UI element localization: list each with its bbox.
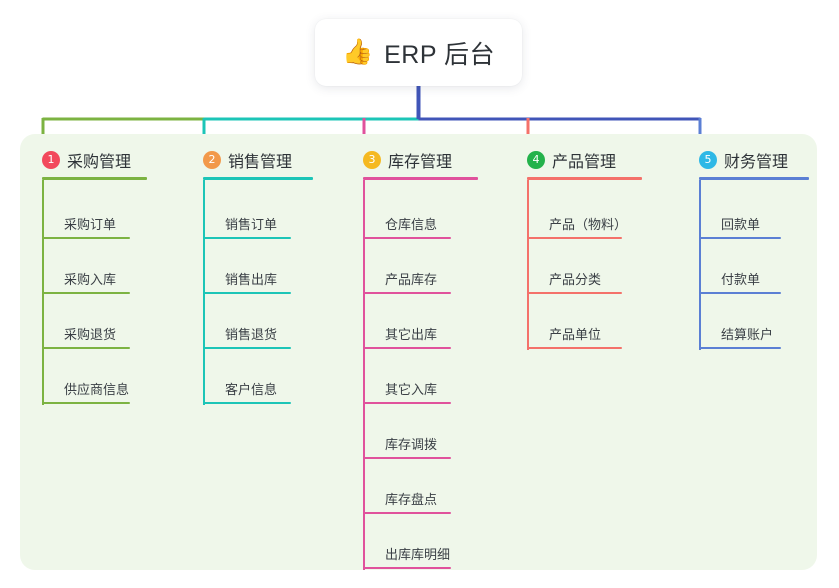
leaf-item-rule	[203, 402, 291, 404]
leaf-item-销售退货[interactable]: 销售退货	[203, 327, 291, 349]
column-财务管理: 5 财务管理回款单付款单结算账户	[679, 145, 809, 350]
leaf-item-label: 采购退货	[64, 327, 117, 342]
leaf-item-rule	[203, 292, 291, 294]
leaf-item-label: 产品分类	[549, 272, 602, 287]
leaf-item-label: 销售出库	[225, 272, 278, 287]
leaf-item-rule	[42, 292, 130, 294]
leaf-item-label: 产品单位	[549, 327, 602, 342]
column-库存管理: 3 库存管理仓库信息产品库存其它出库其它入库库存调拨库存盘点出库库明细	[343, 145, 478, 570]
column-title: 销售管理	[228, 154, 293, 171]
leaf-item-label: 库存调拨	[385, 437, 438, 452]
column-spine	[363, 180, 365, 570]
leaf-item-采购入库[interactable]: 采购入库	[42, 272, 130, 294]
leaf-item-供应商信息[interactable]: 供应商信息	[42, 382, 130, 404]
leaf-item-产品（物料）[interactable]: 产品（物料）	[527, 217, 627, 239]
leaf-item-回款单[interactable]: 回款单	[699, 217, 781, 239]
mindmap-panel	[20, 134, 817, 570]
leaf-item-label: 销售订单	[225, 217, 278, 232]
column-title: 产品管理	[552, 154, 617, 171]
column-header-rule	[527, 177, 642, 180]
leaf-item-rule	[363, 237, 451, 239]
leaf-item-rule	[363, 567, 451, 569]
leaf-item-rule	[527, 237, 622, 239]
column-header-库存管理[interactable]: 3 库存管理	[343, 145, 452, 175]
root-node-erp-backend[interactable]: 👍 ERP 后台	[315, 19, 522, 86]
column-badge-5: 5	[699, 151, 717, 169]
column-title: 财务管理	[724, 154, 789, 171]
root-node-title: ERP 后台	[384, 40, 496, 69]
leaf-item-rule	[527, 347, 622, 349]
leaf-item-label: 客户信息	[225, 382, 278, 397]
column-销售管理: 2 销售管理销售订单销售出库销售退货客户信息	[183, 145, 313, 405]
leaf-item-rule	[42, 402, 130, 404]
leaf-item-label: 产品（物料）	[549, 217, 628, 232]
column-badge-4: 4	[527, 151, 545, 169]
column-header-产品管理[interactable]: 4 产品管理	[507, 145, 616, 175]
leaf-item-付款单[interactable]: 付款单	[699, 272, 781, 294]
column-badge-1: 1	[42, 151, 60, 169]
leaf-item-采购退货[interactable]: 采购退货	[42, 327, 130, 349]
column-采购管理: 1 采购管理采购订单采购入库采购退货供应商信息	[22, 145, 147, 405]
leaf-item-rule	[699, 292, 781, 294]
thumbs-up-icon: 👍	[341, 38, 374, 66]
leaf-item-rule	[699, 237, 781, 239]
column-header-采购管理[interactable]: 1 采购管理	[22, 145, 131, 175]
leaf-item-label: 出库库明细	[385, 547, 451, 562]
leaf-item-rule	[699, 347, 781, 349]
column-header-rule	[42, 177, 147, 180]
leaf-item-采购订单[interactable]: 采购订单	[42, 217, 130, 239]
leaf-item-rule	[363, 457, 451, 459]
column-title: 采购管理	[67, 154, 132, 171]
column-header-rule	[203, 177, 313, 180]
column-header-rule	[699, 177, 809, 180]
leaf-item-label: 付款单	[721, 272, 761, 287]
leaf-item-rule	[203, 347, 291, 349]
leaf-item-产品分类[interactable]: 产品分类	[527, 272, 622, 294]
leaf-item-销售订单[interactable]: 销售订单	[203, 217, 291, 239]
leaf-item-label: 仓库信息	[385, 217, 438, 232]
column-header-销售管理[interactable]: 2 销售管理	[183, 145, 292, 175]
leaf-item-rule	[363, 347, 451, 349]
leaf-item-label: 采购订单	[64, 217, 117, 232]
column-spine	[699, 180, 701, 350]
leaf-item-其它出库[interactable]: 其它出库	[363, 327, 451, 349]
leaf-item-label: 回款单	[721, 217, 761, 232]
leaf-item-label: 其它出库	[385, 327, 438, 342]
leaf-item-rule	[363, 512, 451, 514]
leaf-item-label: 其它入库	[385, 382, 438, 397]
leaf-item-rule	[203, 237, 291, 239]
leaf-item-仓库信息[interactable]: 仓库信息	[363, 217, 451, 239]
column-spine	[527, 180, 529, 350]
column-header-财务管理[interactable]: 5 财务管理	[679, 145, 788, 175]
leaf-item-label: 采购入库	[64, 272, 117, 287]
leaf-item-label: 销售退货	[225, 327, 278, 342]
column-badge-3: 3	[363, 151, 381, 169]
leaf-item-label: 产品库存	[385, 272, 438, 287]
leaf-item-label: 结算账户	[721, 327, 774, 342]
column-产品管理: 4 产品管理产品（物料） 产品分类产品单位	[507, 145, 642, 350]
leaf-item-结算账户[interactable]: 结算账户	[699, 327, 781, 349]
leaf-item-产品库存[interactable]: 产品库存	[363, 272, 451, 294]
column-title: 库存管理	[388, 154, 453, 171]
leaf-item-出库库明细[interactable]: 出库库明细	[363, 547, 451, 569]
leaf-item-销售出库[interactable]: 销售出库	[203, 272, 291, 294]
leaf-item-label: 库存盘点	[385, 492, 438, 507]
leaf-item-rule	[42, 237, 130, 239]
column-badge-2: 2	[203, 151, 221, 169]
leaf-item-rule	[363, 402, 451, 404]
leaf-item-库存盘点[interactable]: 库存盘点	[363, 492, 451, 514]
leaf-item-库存调拨[interactable]: 库存调拨	[363, 437, 451, 459]
leaf-item-产品单位[interactable]: 产品单位	[527, 327, 622, 349]
leaf-item-rule	[42, 347, 130, 349]
column-header-rule	[363, 177, 478, 180]
leaf-item-rule	[363, 292, 451, 294]
leaf-item-label: 供应商信息	[64, 382, 130, 397]
leaf-item-其它入库[interactable]: 其它入库	[363, 382, 451, 404]
leaf-item-rule	[527, 292, 622, 294]
leaf-item-客户信息[interactable]: 客户信息	[203, 382, 291, 404]
